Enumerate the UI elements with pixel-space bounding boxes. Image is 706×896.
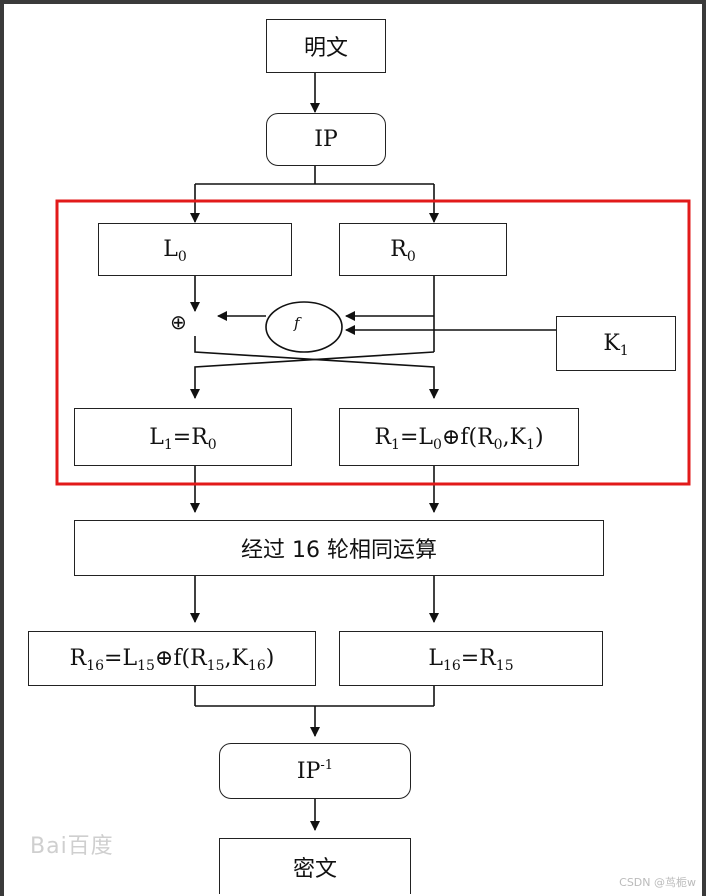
csdn-credit: CSDN @茑栀w	[619, 876, 696, 889]
ip-inverse-box: IP-1	[219, 743, 411, 799]
k1-box: K1	[556, 316, 676, 371]
rounds-box: 经过 16 轮相同运算	[74, 520, 604, 576]
ip-inverse-label: IP-1	[296, 757, 334, 784]
r16-box: R16=L15⊕f(R15,K16)	[28, 631, 316, 686]
cross-r0-to-l1	[190, 351, 435, 399]
l1-box: L1=R0	[74, 408, 292, 466]
baidu-watermark: Bai百度	[30, 834, 114, 859]
ip-label: IP	[314, 127, 338, 152]
f-function-label: f	[294, 314, 300, 332]
plaintext-box: 明文	[266, 19, 386, 73]
round-highlight-frame	[55, 199, 691, 486]
r1-box: R1=L0⊕f(R0,K1)	[339, 408, 579, 466]
f-function-ellipse	[265, 301, 343, 353]
xor-symbol: ⊕	[170, 310, 187, 334]
l16-box: L16=R15	[339, 631, 603, 686]
rounds-label: 经过 16 轮相同运算	[241, 538, 437, 563]
l0-label: L0	[163, 237, 187, 265]
r0-label: R0	[390, 237, 416, 265]
r0-box: R0	[339, 223, 507, 276]
r16-equation: R16=L15⊕f(R15,K16)	[69, 646, 275, 674]
l0-box: L0	[98, 223, 292, 276]
l1-equation: L1=R0	[149, 424, 217, 453]
ciphertext-label: 密文	[292, 856, 337, 882]
plaintext-label: 明文	[303, 36, 348, 61]
l16-equation: L16=R15	[428, 646, 514, 674]
k1-label: K1	[603, 331, 629, 359]
ip-box: IP	[266, 113, 386, 166]
r1-equation: R1=L0⊕f(R0,K1)	[374, 424, 544, 453]
ciphertext-box: 密文	[219, 838, 411, 894]
